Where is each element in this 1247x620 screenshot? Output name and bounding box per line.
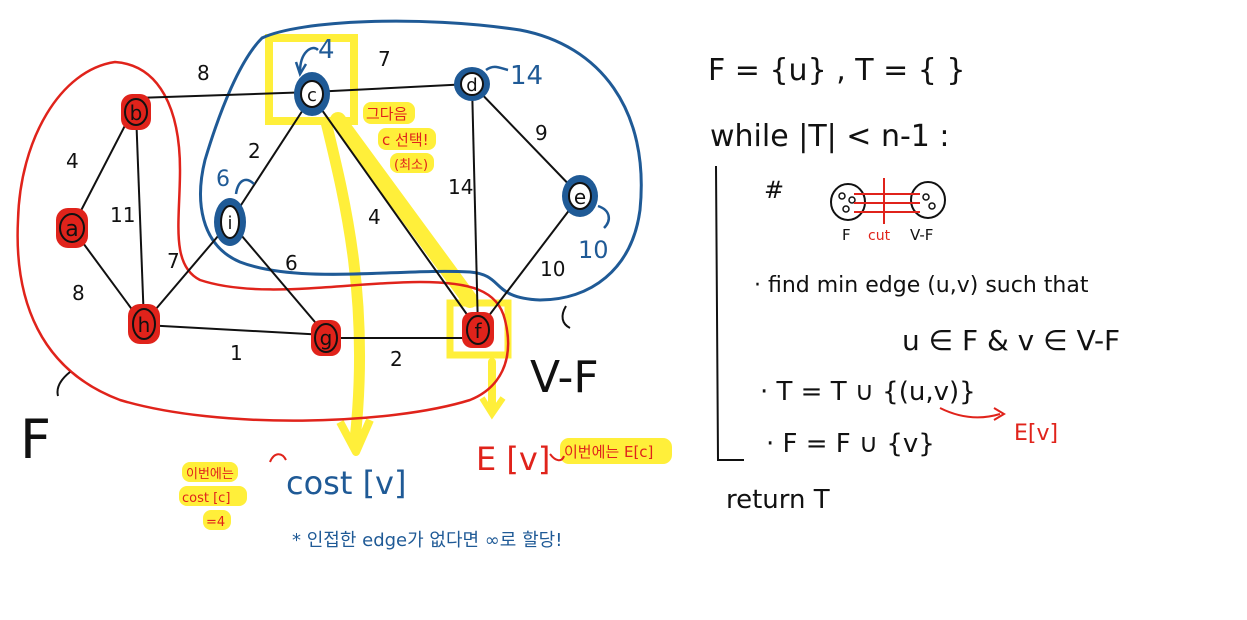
edge-weights: 4 8 11 8 7 1 2 6 7 4 14 9 10 2: [66, 47, 565, 371]
edge-b-h: [135, 111, 145, 324]
edge-c-f: [311, 95, 479, 331]
weight-h-g: 1: [230, 341, 243, 365]
weight-i-g: 6: [285, 251, 298, 275]
algo-step2-note: E[v]: [1014, 421, 1058, 446]
node-g: g: [311, 320, 341, 356]
algo-comment-hash: #: [764, 176, 784, 204]
weight-h-i: 7: [167, 249, 180, 273]
cut-label-F: F: [842, 226, 851, 244]
algorithm-pseudocode: F = {u} , T = { } while |T| < n-1 : # F …: [708, 53, 1120, 515]
highlight-box-c: [265, 34, 358, 125]
node-c: c: [294, 72, 330, 116]
edge-e-f: [477, 195, 581, 331]
label-cost-v: cost [v]: [286, 464, 406, 502]
algo-step3: · F = F ∪ {v}: [766, 429, 935, 459]
edge-h-g: [143, 324, 327, 336]
edge-d-f: [471, 83, 479, 331]
graph-notes: 그다음 c 선택! (최소) 이번에는 cost [c] =4 이번에는 E[c…: [182, 105, 653, 530]
highlight-arrow-cost: [320, 116, 366, 446]
edge-d-e: [471, 83, 581, 197]
graph-nodes: a b c d e f: [56, 67, 598, 356]
set-F-boundary: [16, 60, 510, 422]
cost-annotations: 4 14 6 10: [216, 35, 611, 264]
svg-text:a: a: [65, 217, 78, 242]
weight-b-h: 11: [110, 203, 135, 227]
edge-i-c: [229, 95, 313, 223]
note-cost-3: =4: [206, 515, 225, 530]
weight-e-f: 10: [540, 257, 565, 281]
cut-label-VF: V-F: [910, 226, 933, 244]
label-set-VF: V-F: [530, 352, 599, 403]
algo-return: return T: [726, 485, 830, 515]
cut-diagram: F cut V-F: [830, 178, 946, 244]
svg-text:c: c: [307, 85, 317, 106]
weight-i-c: 2: [248, 139, 261, 163]
node-f: f: [462, 312, 494, 348]
node-e: e: [562, 175, 598, 217]
svg-text:e: e: [574, 185, 586, 209]
graph-edges: [71, 83, 581, 339]
node-a: a: [56, 208, 88, 248]
svg-text:i: i: [227, 213, 232, 234]
set-VF-boundary: [199, 19, 643, 302]
note-next-pick-1: 그다음: [366, 105, 407, 123]
label-edge-v: E [v]: [476, 440, 550, 478]
svg-text:d: d: [466, 75, 477, 96]
note-cost-2: cost [c]: [182, 491, 230, 506]
note-edge: 이번에는 E[c]: [564, 443, 653, 461]
algo-step1-b: u ∈ F & v ∈ V-F: [902, 324, 1120, 357]
edge-i-g: [229, 221, 327, 336]
note-cost-1: 이번에는: [186, 467, 234, 482]
edge-h-i: [143, 221, 231, 324]
node-d: d: [454, 67, 490, 101]
svg-text:h: h: [138, 313, 151, 337]
cost-i: 6: [216, 167, 230, 192]
edge-c-d: [311, 83, 471, 93]
cut-label-cut: cut: [868, 228, 891, 244]
edge-b-c: [135, 91, 313, 99]
note-next-pick-2: c 선택!: [382, 131, 429, 149]
weight-b-c: 8: [197, 61, 210, 85]
note-infinity: * 인접한 edge가 없다면 ∞로 할당!: [292, 530, 562, 551]
weight-a-b: 4: [66, 149, 79, 173]
node-h: h: [128, 304, 160, 344]
weight-d-e: 9: [535, 121, 548, 145]
node-i: i: [214, 198, 246, 246]
edge-a-b: [71, 111, 133, 229]
weight-a-h: 8: [72, 281, 85, 305]
algo-while: while |T| < n-1 :: [710, 119, 950, 154]
algo-step1-a: · find min edge (u,v) such that: [754, 273, 1089, 298]
cost-d: 14: [510, 61, 543, 91]
weight-c-f: 4: [368, 205, 381, 229]
algo-body-bracket: [715, 165, 744, 461]
cost-c: 4: [318, 35, 335, 65]
weight-g-f: 2: [390, 347, 403, 371]
svg-text:b: b: [130, 101, 143, 125]
weight-d-f: 14: [448, 175, 473, 199]
algo-init: F = {u} , T = { }: [708, 53, 966, 88]
set-labels: F V-F: [20, 305, 599, 471]
svg-text:f: f: [474, 319, 482, 343]
svg-text:g: g: [320, 326, 333, 350]
label-set-F: F: [20, 408, 51, 471]
node-b: b: [121, 94, 151, 130]
cost-e: 10: [578, 236, 609, 264]
weight-c-d: 7: [378, 47, 391, 71]
algo-step2: · T = T ∪ {(u,v)}: [760, 377, 976, 407]
note-next-pick-3: (최소): [394, 158, 428, 173]
